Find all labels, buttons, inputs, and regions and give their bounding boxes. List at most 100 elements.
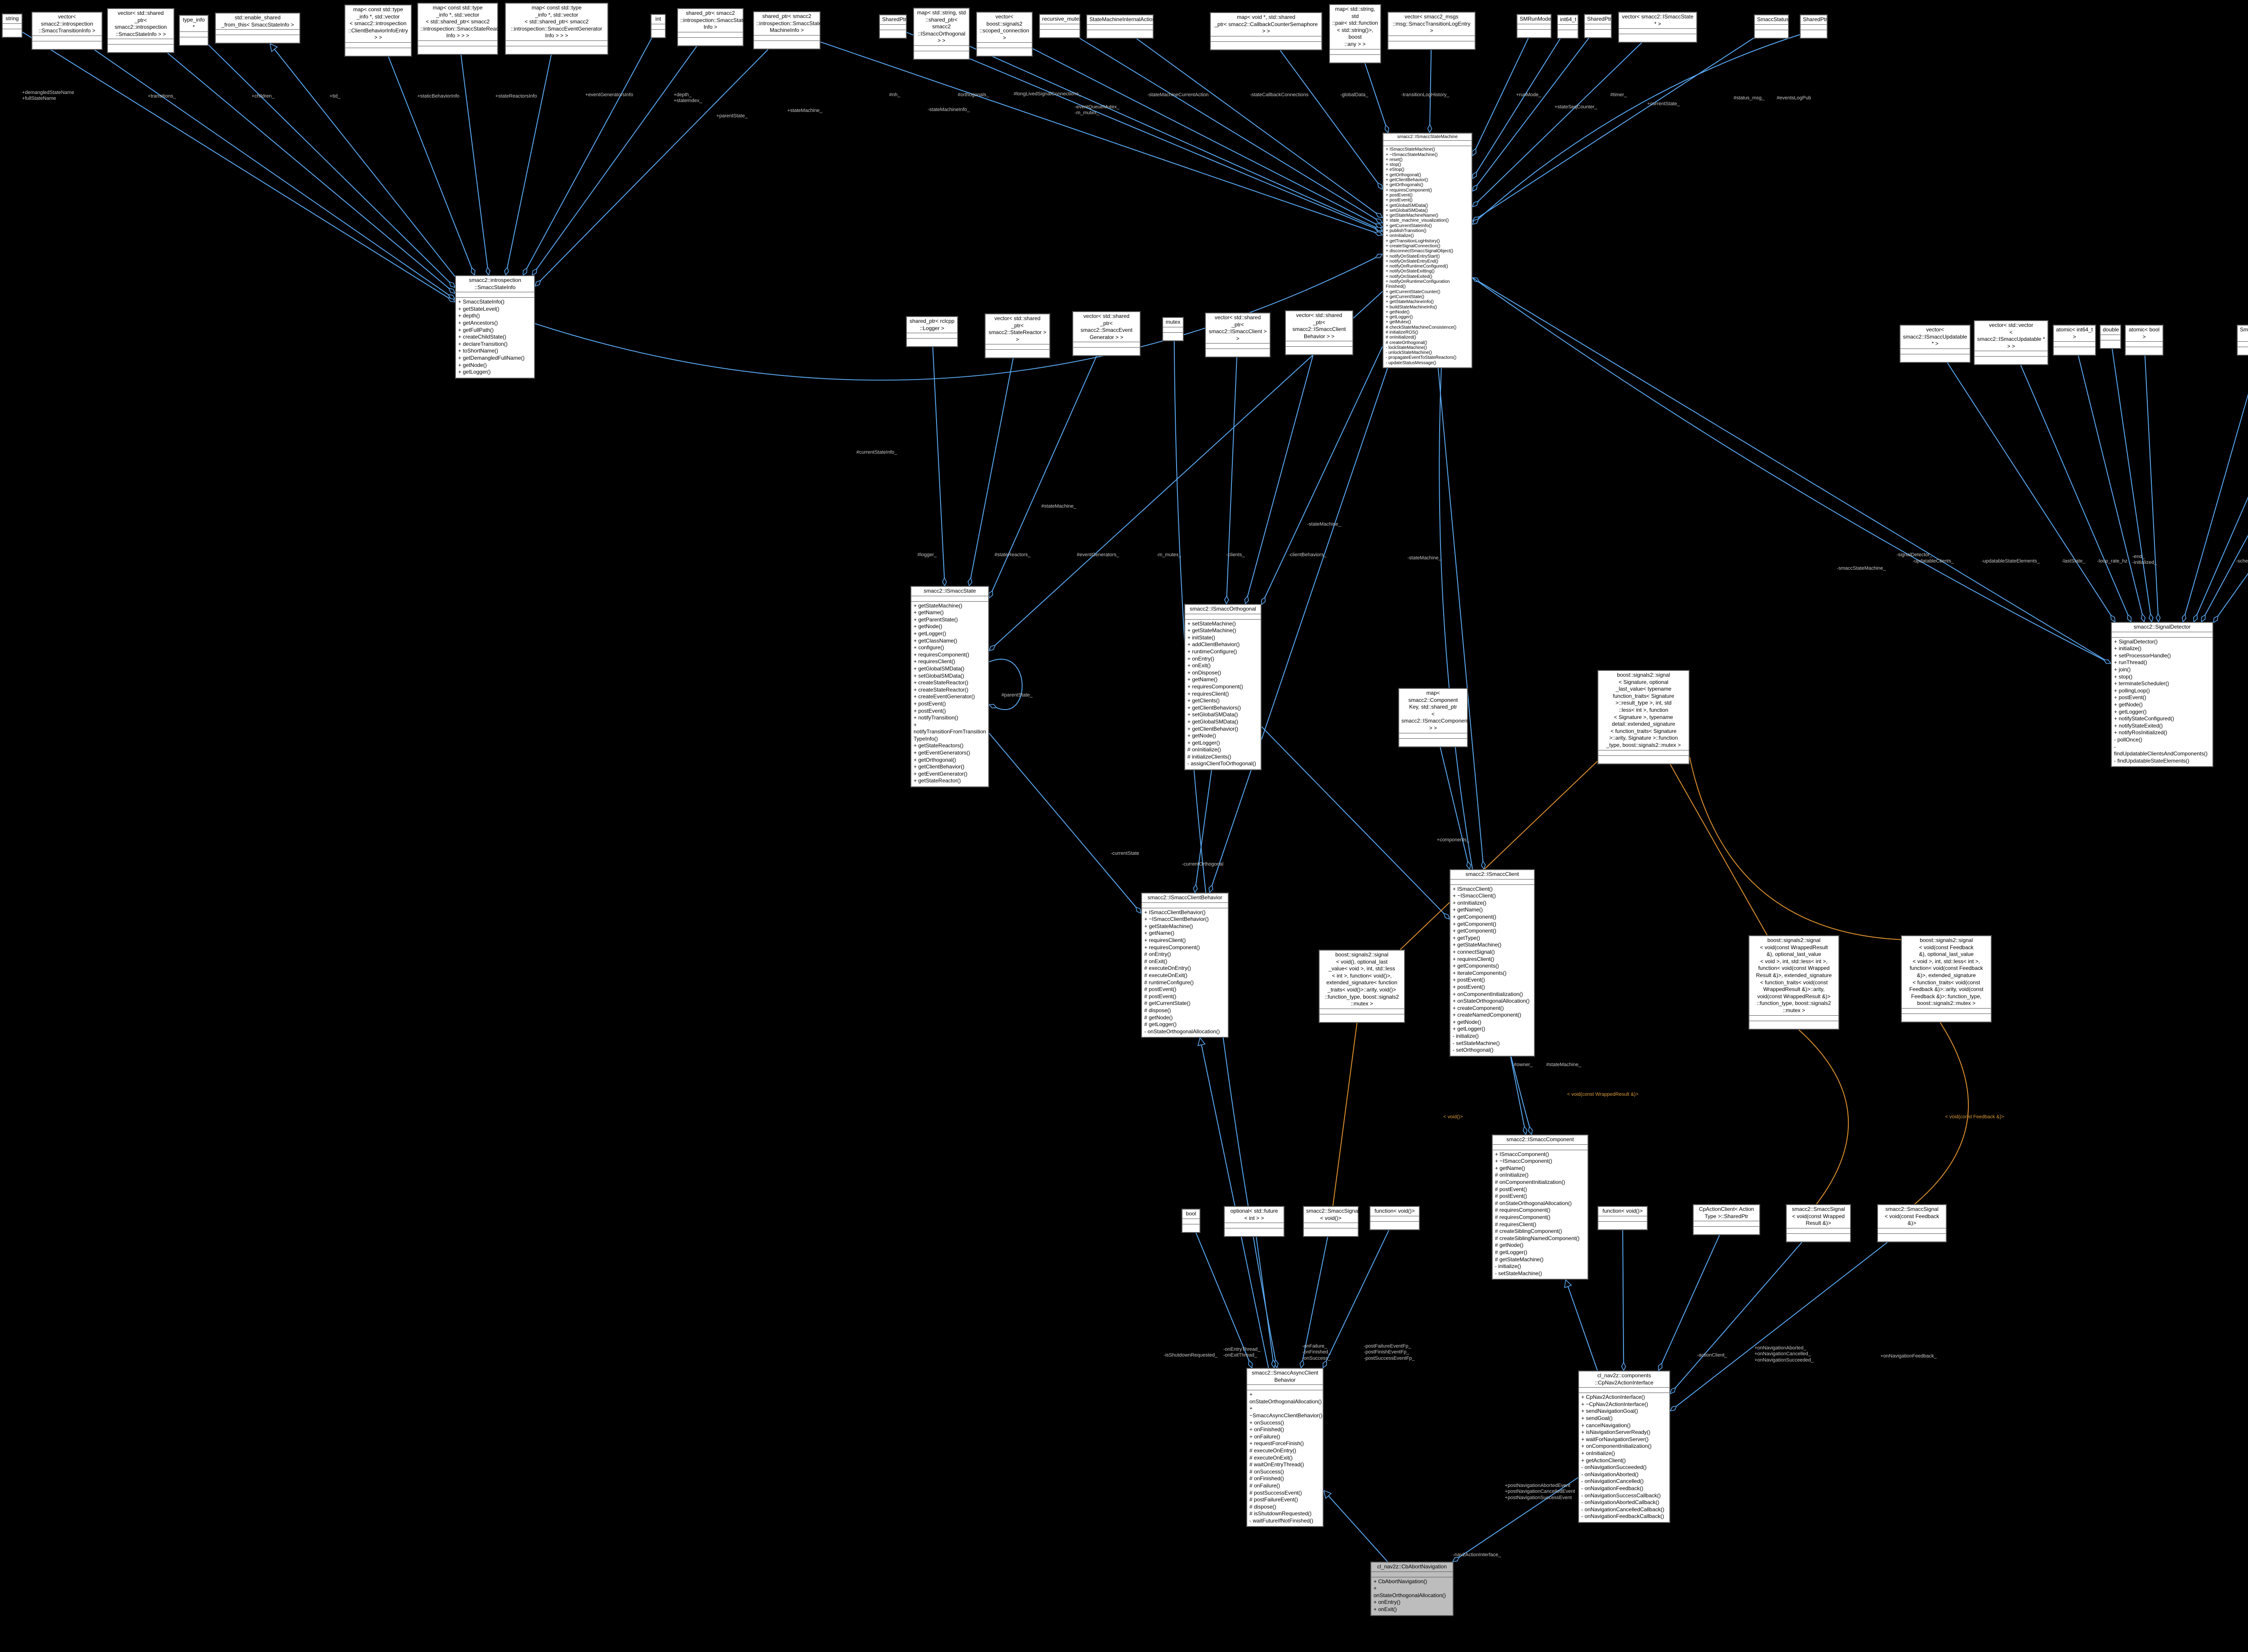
edge-label-14: -eventQueueMutex_ -m_mutex_ [1075,104,1120,116]
attributes-compartment [1370,1216,1419,1222]
methods-compartment [32,41,102,49]
aggregation-diamond-icon [1261,596,1266,606]
attributes-compartment [2112,632,2212,638]
class-node-sig_generic: boost::signals2::signal < Signature, opt… [1597,670,1690,764]
edge-label-29: #eventGenerators_ [1076,552,1120,558]
attributes-compartment [907,333,957,339]
edge-smrunmode-ismaccsm [1475,38,1529,149]
methods-compartment [1163,333,1183,340]
class-title: SharedPtr [1585,15,1611,24]
class-title: vector< boost::signals2 ::scoped_connect… [977,13,1032,43]
edge-map_sri-stateinfo [460,54,488,268]
attributes-compartment [1598,750,1689,756]
methods-compartment [977,48,1032,56]
aggregation-diamond-icon [2201,614,2206,623]
aggregation-diamond-icon [2141,613,2146,623]
class-node-map_sri: map< const std::type _info *, std::vecto… [417,3,505,55]
class-title: std::enable_shared _from_this< SmaccStat… [216,13,299,30]
inheritance-triangle-icon [1323,1490,1332,1499]
methods-compartment [678,38,743,45]
attributes-compartment [1087,25,1153,30]
aggregation-diamond-icon [1452,1556,1460,1563]
attributes-compartment [1450,880,1534,885]
methods-compartment [754,41,820,49]
class-node-vec_cb: vector< std::shared _ptr< smacc2::ISmacc… [1285,310,1353,356]
class-title: map< const std::type _info *, std::vecto… [418,4,505,41]
inheritance-triangle-icon [1564,1279,1572,1288]
edge-map_cbe-stateinfo [388,56,472,268]
attributes-compartment [1185,614,1261,620]
class-title: vector< smacc2::ISmaccState * > [1619,13,1696,29]
methods-compartment [108,45,174,52]
attributes-compartment [1749,1016,1838,1021]
aggregation-diamond-icon [2181,613,2186,623]
attributes-compartment [1694,1221,1759,1227]
methods-compartment [1598,1222,1647,1229]
attributes-compartment [32,36,102,41]
class-node-smaccsignal_wr: smacc2::SmaccSignal < void(const Wrapped… [1786,1204,1851,1242]
attributes-compartment [1040,24,1079,30]
aggregation-diamond-icon [448,281,456,288]
edge-smaccsignal_void-sig_void [1332,1022,1358,1206]
class-node-ismaccclient: smacc2::ISmaccClient+ ISmaccClient() + ~… [1450,869,1535,1057]
methods-compartment [1619,34,1696,42]
aggregation-diamond-icon [486,266,491,276]
edge-label-41: -loop_rate_hz [2097,558,2128,564]
aggregation-diamond-icon [522,267,527,276]
edge-label-35: -stateMachine_ [1407,555,1441,561]
attributes-compartment [1163,327,1183,333]
edge-smaccsignal_fb-cpnav2 [1676,1242,1888,1406]
class-title: SharedPtr [880,15,906,25]
class-node-sig_void: boost::signals2::signal < void(), option… [1319,950,1405,1023]
edge-sharedptr2-ismaccsm [1477,38,1589,185]
aggregation-diamond-icon [2212,615,2219,623]
edge-label-62: +onNavigationAborted_ +onNavigationCance… [1754,1345,1814,1363]
edge-smaccstatus-ismaccsm [1479,37,1754,217]
attributes-compartment [1371,1572,1453,1577]
methods-compartment [1975,357,2047,364]
attributes-compartment [1320,1009,1404,1014]
edge-vec_transinfo-stateinfo [94,49,449,295]
edge-label-9: +stateMachine_ [787,108,822,113]
attributes-compartment [456,292,534,298]
aggregation-diamond-icon [1472,147,1476,157]
edge-asynccb-ismacccb [1201,1045,1269,1368]
edge-label-52: #stateMachine_ [1546,1062,1581,1067]
edge-label-6: +eventGeneratorsInfo [585,92,633,98]
edge-label-20: +stateSeqCounter_ [1554,104,1597,110]
class-title: function< void()> [1598,1207,1647,1216]
class-node-vec_vec_upd: vector< std::vector < smacc2::ISmaccUpda… [1974,320,2048,366]
edge-recmutex-ismaccsm [1079,38,1376,219]
edge-label-11: #nh_ [889,92,901,98]
edge-label-23: #status_msg_ [1733,95,1765,101]
edge-vec_vec_upd-signaldet [2020,365,2128,615]
edge-label-61: -actionClient_ [1697,1353,1727,1358]
attributes-compartment [977,43,1032,49]
edge-ismaccstate-ismaccstate [989,659,1023,710]
inheritance-triangle-icon [269,43,278,52]
attributes-compartment [1598,1216,1647,1222]
class-title: smacc2::ISmaccStateMachine [1383,134,1472,141]
edge-label-4: +staticBehaviorInfo [417,94,459,99]
class-title: vector< smacc2::ISmaccUpdatable * > [1900,326,1970,349]
aggregation-diamond-icon [531,268,538,276]
edge-mutex-asynccb [1173,341,1276,1360]
class-title: shared_ptr< smacc2 ::introspection::Smac… [754,12,822,36]
attributes-compartment [1975,351,2047,357]
edge-signaldet-ismaccsm [1479,281,2111,664]
class-node-vec_upd: vector< smacc2::ISmaccUpdatable * > [1900,325,1971,363]
edge-cpnav2-cbabort [1459,1477,1579,1558]
edge-label-12: #orthogonals_ [958,92,989,98]
attributes-compartment [880,25,906,30]
methods-compartment [1304,1228,1358,1236]
attributes-compartment [1399,733,1467,739]
class-node-ismaccorth: smacc2::ISmaccOrthogonal+ setStateMachin… [1184,604,1262,771]
attributes-compartment [1247,1385,1323,1391]
edge-label-31: -clients_ [1226,552,1245,558]
class-title: string [3,14,22,24]
edge-label-55: < void(const Feedback &)> [1945,1114,2004,1120]
attributes-compartment [1900,349,1970,354]
class-node-ismacccomp: smacc2::ISmaccComponent+ ISmaccComponent… [1492,1134,1588,1280]
methods-compartment [345,48,411,56]
methods-compartment [651,30,665,37]
